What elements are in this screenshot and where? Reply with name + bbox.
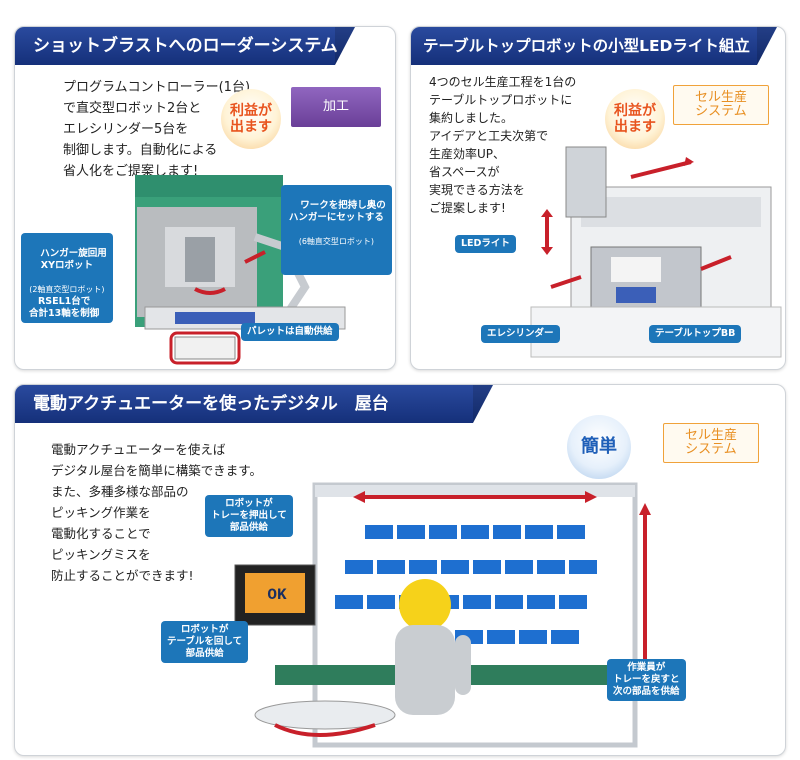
controller: [174, 336, 236, 360]
callout-work-robot: ワークを把持し奥の ハンガーにセットする (6軸直交型ロボット): [281, 185, 392, 275]
callout-elecylinder: エレシリンダー: [481, 325, 560, 343]
machine-roof: [135, 175, 283, 197]
callout-led: LEDライト: [455, 235, 516, 253]
callout-hanger-text: ハンガー旋回用 XYロボット: [40, 248, 107, 271]
panel-description: 電動アクチュエーターを使えば デジタル屋台を簡単に構築できます。 また、多種多様…: [51, 442, 263, 583]
digital-yatai-illustration: [234, 482, 651, 748]
category-tag: セル生産 システム: [663, 423, 759, 463]
category-tag: セル生産 システム: [673, 85, 769, 125]
callout-hanger-sub: (2軸直交型ロボット): [29, 285, 105, 294]
z-axis: [565, 146, 607, 218]
bin-row-2: [345, 560, 597, 574]
callout-work-text: ワークを把持し奥の ハンガーにセットする: [288, 200, 386, 223]
bin-row-1: [365, 525, 585, 539]
easy-badge: 簡単: [567, 415, 631, 479]
callout-pallet: パレットは自動供給: [241, 323, 339, 341]
panel-title: 電動アクチュエーターを使ったデジタル 屋台: [15, 385, 493, 423]
callout-work-sub: (6軸直交型ロボット): [298, 237, 375, 246]
panel-description: 4つのセル生産工程を1台の テーブルトップロボットに 集約しました。 アイデアと…: [429, 75, 577, 215]
pallet: [175, 312, 255, 324]
callout-worker-return: 作業員が トレーを戻すと 次の部品を供給: [607, 659, 686, 701]
panel-digital-yatai: 電動アクチュエーターを使ったデジタル 屋台 電動アクチュエーターを使えば デジタ…: [14, 384, 786, 756]
callout-rsel: RSEL1台で 合計13軸を制御: [23, 293, 106, 323]
panel-title: ショットブラストへのローダーシステム: [15, 27, 355, 65]
bin-row-4: [455, 630, 579, 644]
callout-push-tray: ロボットが トレーを押出して 部品供給: [205, 495, 293, 537]
panel-shot-blast: ショットブラストへのローダーシステム プログラムコントローラー(1台) で直交型…: [14, 26, 396, 370]
panel-title: テーブルトップロボットの小型LEDライト組立: [411, 27, 777, 65]
bin-row-3: [335, 595, 587, 609]
worker-figure: [395, 579, 471, 715]
tabletop-robot-illustration: [530, 146, 782, 358]
benefit-badge: 利益が 出ます: [605, 89, 665, 149]
callout-tabletop-bb: テーブルトップBB: [649, 325, 742, 343]
callout-turn-table: ロボットが テーブルを回して 部品供給: [161, 621, 249, 663]
panel-description: プログラムコントローラー(1台) で直交型ロボット2台と エレシリンダー5台を …: [63, 80, 251, 179]
monitor-ok-text: OK: [267, 586, 287, 604]
panel-tabletop-robot: テーブルトップロボットの小型LEDライト組立 4つのセル生産工程を1台の テーブ…: [410, 26, 786, 370]
benefit-badge: 利益が 出ます: [221, 89, 281, 149]
turntable: [254, 700, 396, 730]
category-tag: 加工: [291, 87, 381, 127]
